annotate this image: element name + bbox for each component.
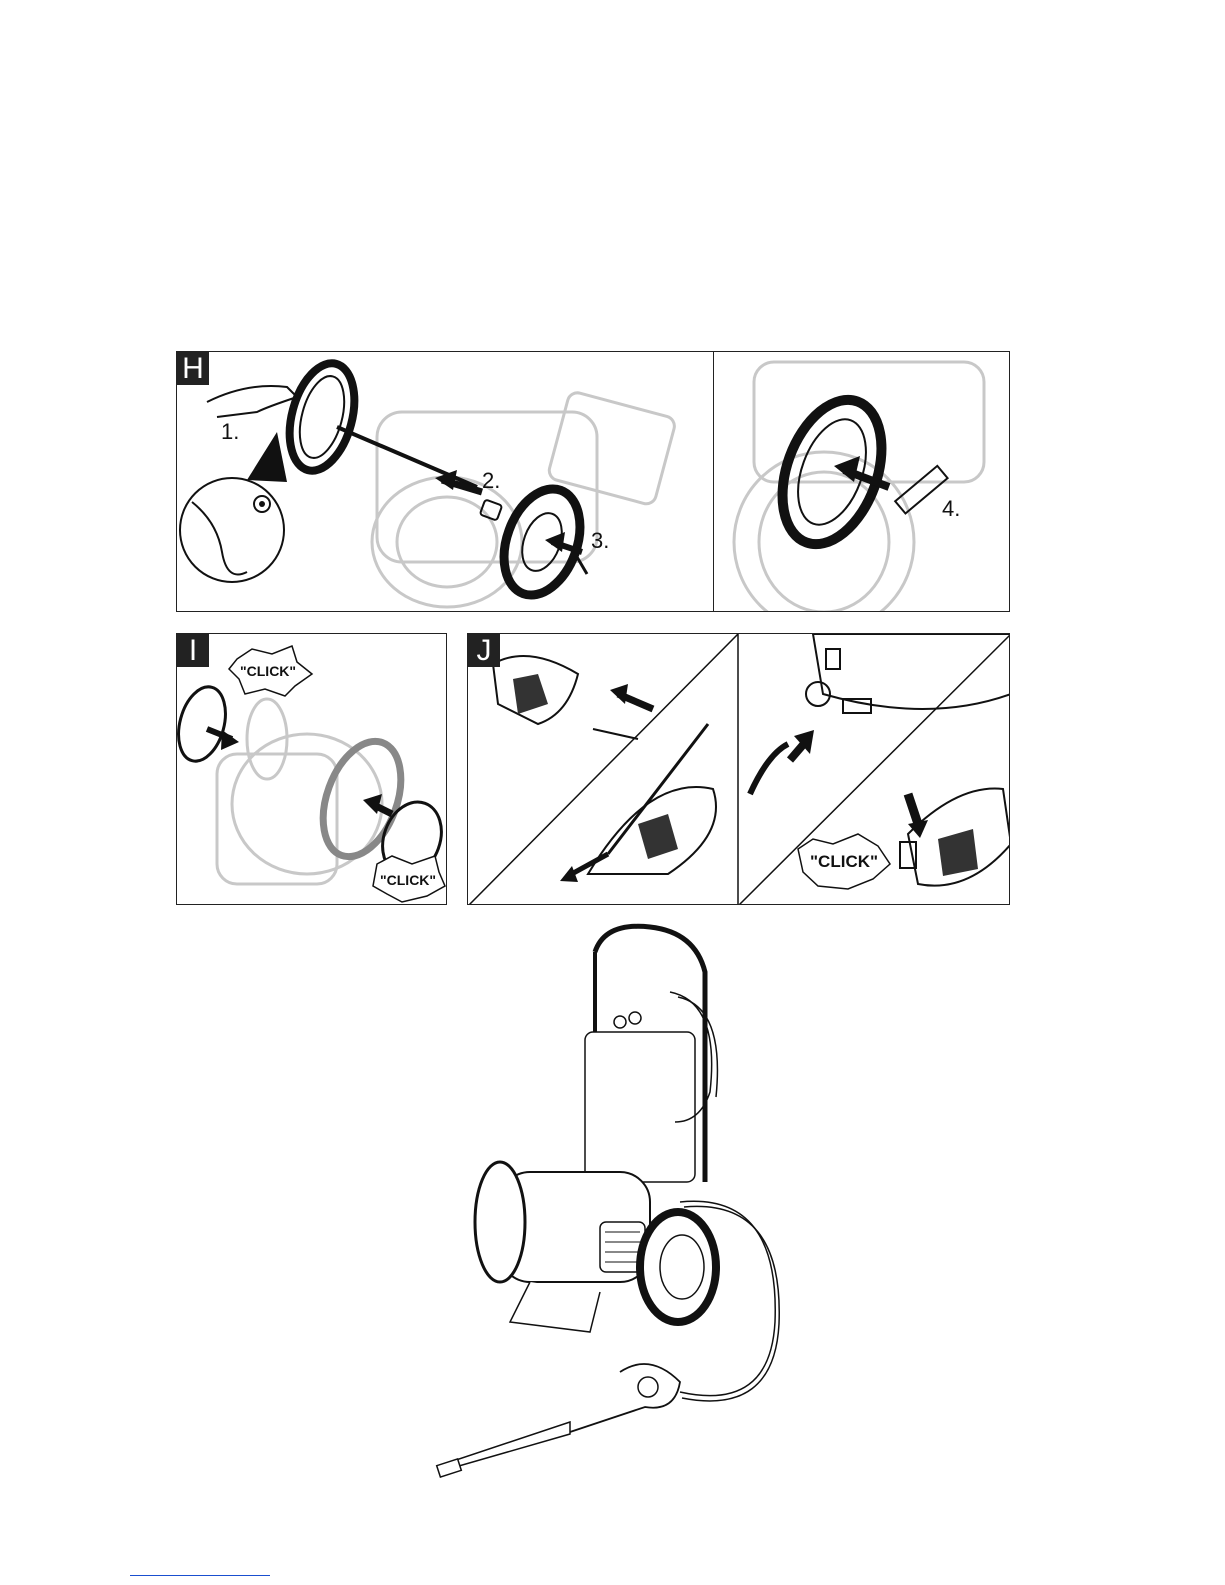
panel-h: H 1. 2. 3. (176, 351, 715, 612)
step-4-label: 4. (942, 496, 960, 522)
click-label-bottom: "CLICK" (380, 872, 436, 888)
panel-i-label: I (177, 634, 209, 667)
wheel-cap-illustration (714, 352, 1010, 612)
wheel-axle-illustration (177, 352, 715, 612)
step-2-label: 2. (482, 468, 500, 494)
step-3-label: 3. (591, 528, 609, 554)
gun-assembly-illustration (468, 634, 1010, 905)
panel-h-label: H (177, 352, 209, 385)
footer-link-underline (130, 1575, 270, 1576)
pressure-washer-illustration (420, 922, 820, 1492)
panel-i: I "CLICK" "CLICK" (176, 633, 447, 905)
panel-j-label: J (468, 634, 500, 667)
wheel-cover-illustration (177, 634, 447, 905)
click-label: "CLICK" (810, 852, 878, 872)
panel-h-step-4: 4. (713, 351, 1010, 612)
click-label-top: "CLICK" (240, 663, 296, 679)
panel-j: J "CLICK" (467, 633, 1010, 905)
pressure-washer-drawing (420, 922, 820, 1492)
step-1-label: 1. (221, 419, 239, 445)
